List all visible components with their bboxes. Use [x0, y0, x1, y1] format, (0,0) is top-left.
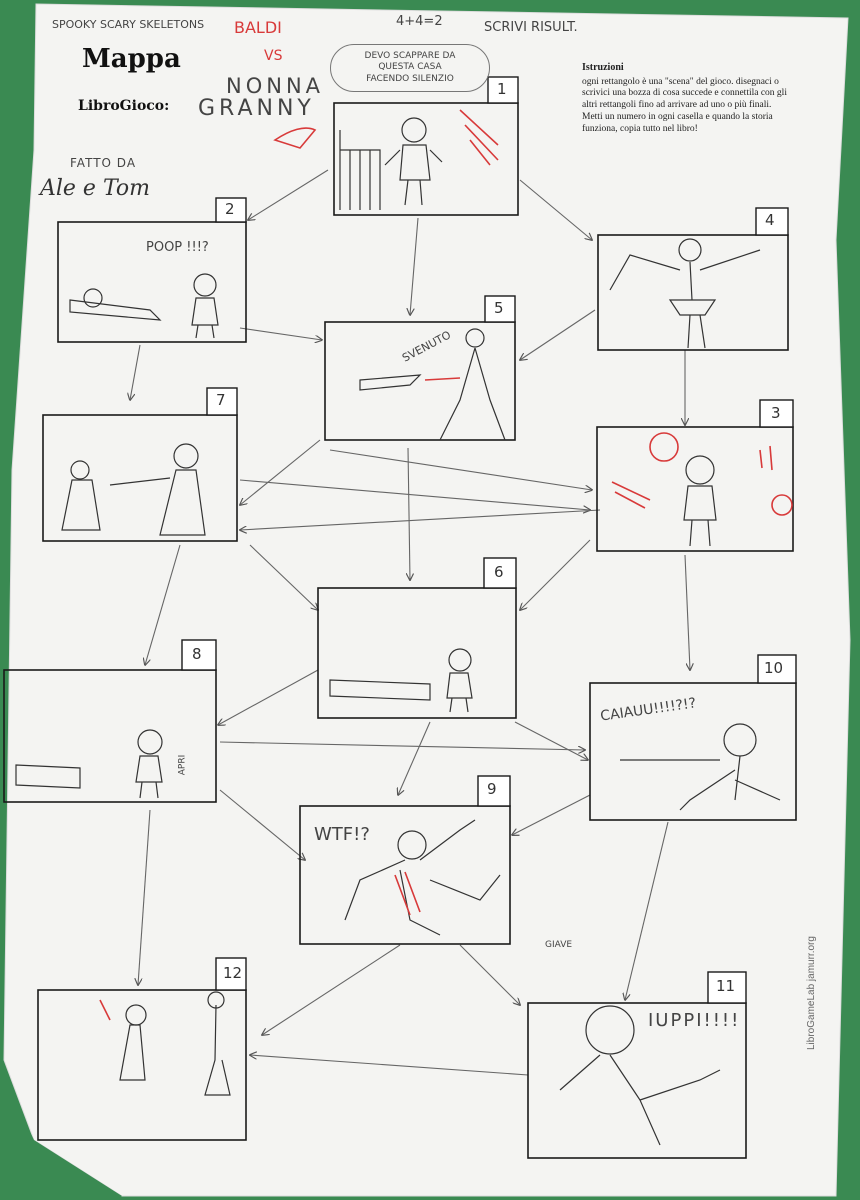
scene-number: 8 [192, 645, 202, 663]
top-scribble: SPOOKY SCARY SKELETONS [52, 18, 205, 31]
thought-line: FACENDO SILENZIO [366, 73, 454, 84]
top-math: 4+4=2 [396, 14, 443, 29]
thought-line: QUESTA CASA [378, 62, 442, 73]
made-by-label: FATTO DA [70, 156, 137, 170]
scene-number: 4 [765, 211, 775, 229]
scene-11-extra: GIAVE [545, 940, 573, 950]
credit-text: LibroGameLab jamurr.org [806, 936, 817, 1050]
scene-number: 7 [216, 391, 226, 409]
instructions-body-2: Metti un numero in ogni casella e quando… [582, 112, 773, 134]
scene-11-text: IUPPI!!!! [648, 1010, 741, 1031]
scene-number: 10 [764, 659, 784, 677]
scene-number: 3 [771, 404, 781, 422]
scene-number: 2 [225, 200, 235, 218]
page-title: Mappa [82, 44, 181, 74]
game-title-line1: NONNA [226, 74, 325, 98]
made-by-names: Ale e Tom [40, 176, 151, 201]
game-title-line2: GRANNY [198, 96, 315, 121]
scene-number: 1 [497, 80, 507, 98]
top-baldi: BALDI [234, 18, 282, 37]
instructions-heading: Istruzioni [582, 62, 624, 73]
scene-8-text: APRI [177, 754, 188, 776]
scene-number: 12 [223, 964, 243, 982]
instructions-body: ogni rettangolo è una "scena" del gioco.… [582, 76, 787, 111]
thought-bubble: DEVO SCAPPARE DA QUESTA CASA FACENDO SIL… [330, 44, 490, 92]
scene-9-text: WTF!? [314, 824, 370, 845]
top-result: SCRIVI RISULT. [484, 20, 578, 35]
instructions-block: Istruzioni ogni rettangolo è una "scena"… [582, 62, 792, 136]
thought-line: DEVO SCAPPARE DA [364, 51, 456, 61]
scene-number: 5 [494, 299, 504, 317]
scene-2-text: POOP !!!? [146, 240, 209, 255]
librogioco-label: LibroGioco: [78, 98, 170, 114]
scene-number: 6 [494, 563, 504, 581]
scene-number: 11 [716, 977, 736, 995]
scene-number: 9 [487, 780, 497, 798]
vs-label: VS [264, 48, 283, 64]
